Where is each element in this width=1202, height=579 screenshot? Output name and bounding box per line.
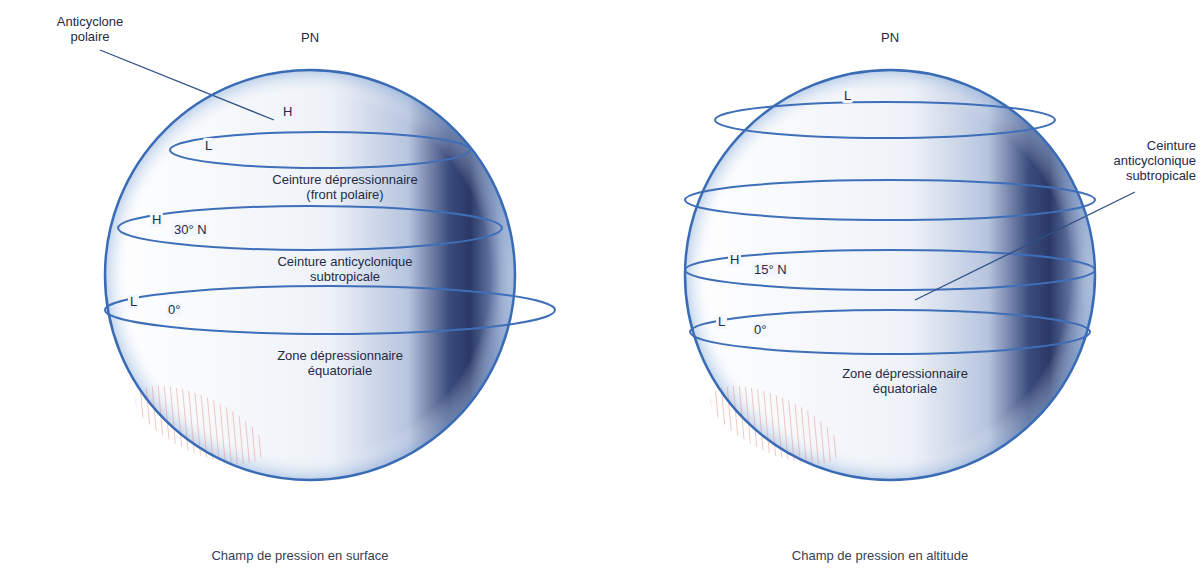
leader-line	[915, 192, 1135, 300]
latitude-label: 0°	[752, 322, 768, 337]
latitude-label: 30° N	[172, 222, 209, 237]
belt-label: Ceinture anticyclonique subtropicale	[261, 254, 429, 284]
pressure-symbol: H	[283, 104, 292, 119]
zone-label: Zone dépressionnaire équatoriale	[825, 366, 985, 396]
pressure-symbol: H	[728, 252, 741, 267]
globe-outline	[0, 0, 600, 579]
hatch-mark	[700, 370, 851, 480]
latitude-ring	[118, 206, 502, 250]
globe: Anticyclone polairePN H L Ceinture dépressi…	[0, 0, 600, 579]
latitude-ring	[685, 180, 1095, 220]
latitude-ring	[715, 102, 1055, 138]
latitude-ring	[685, 250, 1095, 290]
globe-rim	[105, 70, 515, 480]
pole-label: PN	[870, 30, 910, 45]
globe-shading	[685, 70, 1095, 480]
latitude-label: 0°	[166, 302, 182, 317]
equator-ring	[690, 310, 1090, 354]
hatch-mark	[125, 370, 276, 480]
pressure-symbol: L	[128, 294, 139, 309]
globe-outline	[105, 70, 515, 480]
caption: Champ de pression en surface	[140, 548, 460, 563]
pressure-symbol: L	[203, 138, 214, 153]
globe-rim	[685, 70, 1095, 480]
belt-label: Ceinture anticyclonique subtropicale	[1096, 138, 1196, 183]
globe-outline	[600, 0, 1202, 579]
belt-label: Ceinture dépressionnaire (front polaire)	[256, 172, 434, 202]
region-label: Anticyclone polaire	[49, 14, 131, 44]
latitude-ring	[170, 132, 470, 168]
globe: PN L Ceinture anticyclonique subtropicaleH…	[600, 0, 1202, 579]
pole-label: PN	[290, 30, 330, 45]
equator-ring	[105, 286, 555, 334]
zone-label: Zone dépressionnaire équatoriale	[260, 348, 420, 378]
pressure-symbol: H	[150, 212, 163, 227]
globe-outline	[685, 70, 1095, 480]
globe-shading	[105, 70, 515, 480]
pressure-symbol: L	[842, 88, 853, 103]
latitude-label: 15° N	[752, 262, 789, 277]
caption: Champ de pression en altitude	[720, 548, 1040, 563]
pressure-symbol: L	[716, 314, 727, 329]
